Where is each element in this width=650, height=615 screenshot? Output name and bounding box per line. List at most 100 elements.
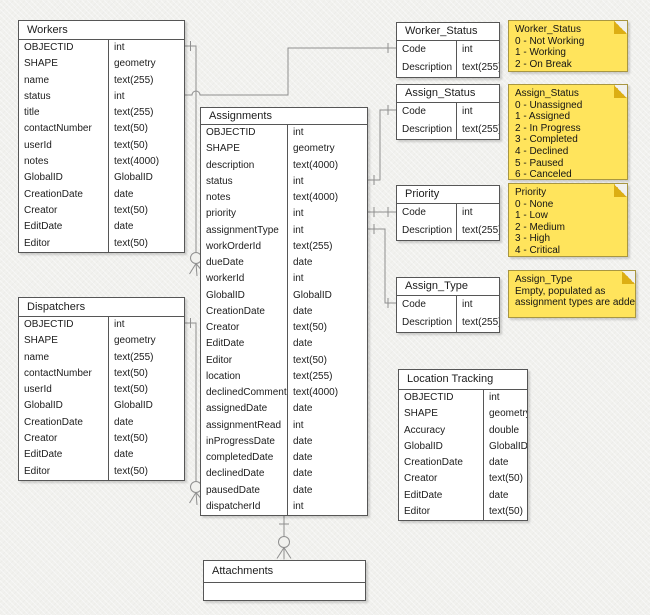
note-line: 0 - Unassigned <box>515 99 583 111</box>
field-type: text(4000) <box>287 190 367 207</box>
field-name: EditDate <box>404 489 443 501</box>
field-name: inProgressDate <box>206 435 275 447</box>
field-row: CreationDate date <box>399 455 527 472</box>
field-name: CreationDate <box>24 188 83 200</box>
note-line: 4 - Declined <box>515 145 569 157</box>
entity-title: Workers <box>19 21 184 40</box>
field-name: contactNumber <box>24 123 92 135</box>
folded-corner-icon <box>614 21 627 34</box>
field-type: text(50) <box>108 365 184 383</box>
field-type: int <box>108 317 184 334</box>
field-type: int <box>456 296 499 314</box>
field-row: Creator text(50) <box>19 202 184 220</box>
field-name: declinedComment <box>206 387 287 398</box>
note-line: 0 - None <box>515 198 554 210</box>
field-name: OBJECTID <box>24 42 74 53</box>
field-row: GlobalID GlobalID <box>201 287 367 304</box>
note-line: 2 - Medium <box>515 221 566 233</box>
field-type: int <box>456 41 499 59</box>
connector-assignments-priority[interactable] <box>368 207 396 217</box>
field-name: completedDate <box>206 452 274 463</box>
field-name: Creator <box>404 473 438 485</box>
field-name: Editor <box>24 237 51 249</box>
folded-corner-icon <box>614 85 627 98</box>
connector-assignments-assign-type[interactable] <box>368 224 396 308</box>
note-line: assignment types are added <box>515 297 636 309</box>
note-line: 5 - Paused <box>515 157 564 169</box>
field-type: date <box>483 455 527 472</box>
note-line: 3 - High <box>515 233 551 245</box>
field-type: text(255) <box>108 72 184 89</box>
field-name: EditDate <box>24 449 63 461</box>
entity-title: Dispatchers <box>19 298 184 317</box>
entity-title: Worker_Status <box>397 23 499 41</box>
field-type: text(50) <box>108 463 184 480</box>
field-row: EditDate date <box>19 447 184 464</box>
field-name: Creator <box>24 204 58 216</box>
field-type: text(4000) <box>287 385 367 402</box>
field-type: text(50) <box>108 202 184 220</box>
field-name: Creator <box>24 433 58 445</box>
connector-assignments-attachments[interactable] <box>276 513 292 560</box>
note-line: 6 - Canceled <box>515 169 572 180</box>
connector-workers-worker-status[interactable] <box>185 43 396 96</box>
field-name: CreationDate <box>404 457 463 469</box>
field-name: GlobalID <box>206 289 245 301</box>
note-line: 2 - In Progress <box>515 122 581 134</box>
field-name: assignedDate <box>206 403 268 415</box>
entity-attachments[interactable]: Attachments <box>203 560 366 601</box>
field-name: workOrderId <box>206 240 262 252</box>
field-type: date <box>108 447 184 464</box>
note-line: Priority <box>515 187 547 198</box>
field-type: GlobalID <box>287 287 367 304</box>
connector-assignments-assign-status[interactable] <box>368 105 396 185</box>
field-name: priority <box>206 208 237 220</box>
note-line: Worker_Status <box>515 24 581 35</box>
field-type: date <box>287 466 367 483</box>
